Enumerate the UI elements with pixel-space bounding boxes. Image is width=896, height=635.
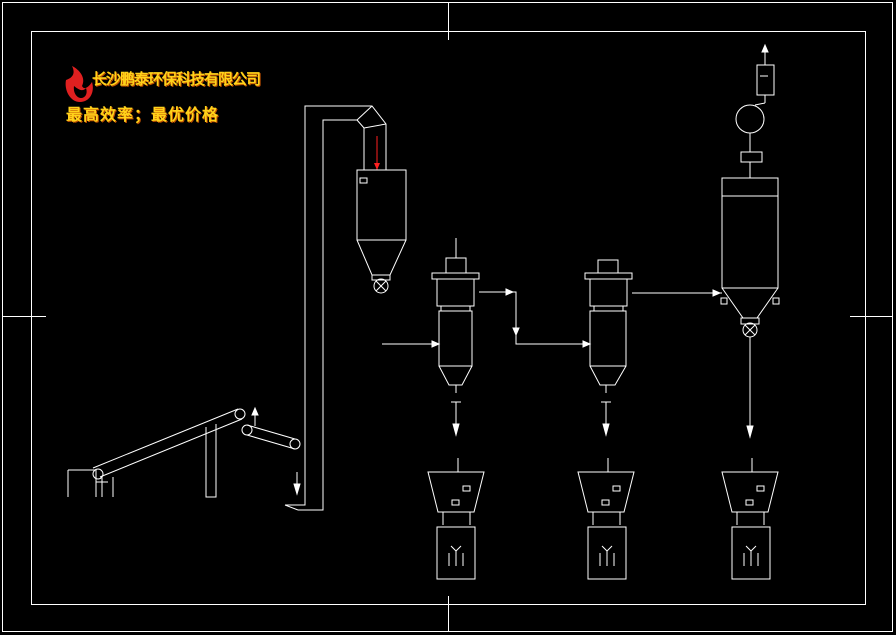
feed-arrow-red (374, 163, 380, 170)
company-slogan: 最高效率；最优价格 (66, 105, 220, 124)
bucket-elevator (284, 105, 387, 511)
inclined-belt-conveyor (67, 408, 246, 498)
dust-collector (720, 43, 780, 439)
company-name: 长沙鹏泰环保科技有限公司 (92, 70, 261, 88)
pipe-mill1-to-mill2 (479, 288, 592, 348)
flame-logo-icon (65, 66, 93, 102)
pipe-mill2-to-collector (632, 289, 722, 297)
packing-machine-2 (577, 458, 635, 580)
feeding-belt-conveyor (241, 406, 301, 450)
packing-machine-3 (721, 458, 779, 580)
raw-material-silo (356, 169, 407, 294)
discharge-arrow (293, 472, 301, 496)
grinding-mill-2 (584, 259, 633, 437)
packing-machine-1 (427, 458, 485, 580)
grinding-mill-1 (382, 238, 480, 437)
